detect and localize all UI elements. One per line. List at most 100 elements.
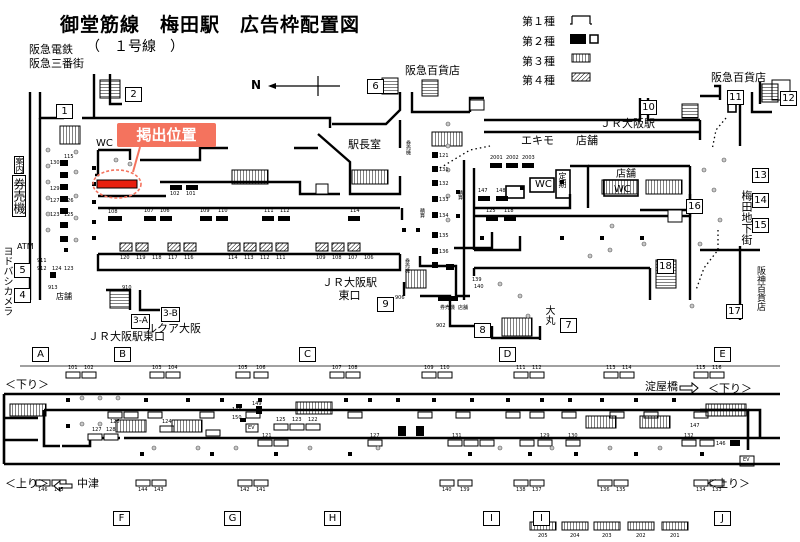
ad-num: 109: [200, 208, 210, 214]
exit-18: 18: [657, 259, 674, 274]
ad-num: 912: [37, 266, 47, 272]
down-direction-label: ＜下り＞: [5, 378, 49, 391]
nakatsu-label: 中津: [77, 477, 99, 490]
column-i-2: I: [533, 511, 550, 526]
ad-num: 130: [568, 433, 578, 439]
ad-num: 108: [332, 255, 342, 261]
ad-num: 143: [154, 487, 164, 493]
ad-num: 113: [244, 255, 254, 261]
exit-3b: 3-B: [161, 307, 180, 322]
ad-num: 119: [136, 255, 146, 261]
ad-num: 150: [232, 415, 242, 421]
label-hankyu-dept-1: 阪急百貨店: [405, 64, 460, 77]
ad-num: 126: [110, 419, 120, 425]
ad-num: 125: [486, 208, 496, 214]
label-kippu: 券売機: [12, 175, 26, 217]
ad-num: 125: [64, 212, 74, 218]
ad-num: 114: [228, 255, 238, 261]
ad-num: 135: [439, 233, 449, 239]
column-d: D: [499, 347, 516, 362]
ad-num: 107: [144, 208, 154, 214]
label-daimaru: 大丸: [543, 305, 554, 325]
exit-9: 9: [377, 297, 394, 312]
exit-2: 2: [125, 87, 142, 102]
ad-num: 109: [424, 365, 434, 371]
ad-num: 132: [684, 433, 694, 439]
ad-num: 105: [238, 365, 248, 371]
dotted-paths: [439, 117, 727, 291]
ad-num: 112: [260, 255, 270, 261]
label-jr-east-exit-2: ＪＲ大阪駅 東口: [322, 276, 377, 302]
ad-num: 112: [280, 208, 290, 214]
platform-tracks: [2, 392, 780, 466]
ad-num: 910: [122, 285, 132, 291]
ad-num: 110: [440, 365, 450, 371]
ad-num: 142: [240, 487, 250, 493]
ad-num: 117: [168, 255, 178, 261]
up-direction-label: ＜上り＞: [5, 477, 49, 490]
upper-stairs: [59, 77, 779, 337]
label-seisan: 精算: [419, 208, 425, 218]
ad-num: 116: [184, 255, 194, 261]
ad-num: 118: [152, 255, 162, 261]
north-arrow: [268, 76, 340, 96]
exit-11: 11: [727, 90, 744, 105]
ad-num: 101: [68, 365, 78, 371]
ad-num: 124: [52, 266, 62, 272]
panel-label: 205: [538, 533, 548, 539]
elevator-label: EV: [743, 457, 750, 463]
ad-num: 129: [50, 186, 60, 192]
ad-num: 101: [186, 191, 196, 197]
ad-num: 906: [395, 295, 405, 301]
bottom-panels: [529, 521, 689, 531]
ad-num: 148: [496, 188, 506, 194]
ad-num: 111: [516, 365, 526, 371]
ad-num: 139: [460, 487, 470, 493]
ad-num: 135: [616, 487, 626, 493]
ad-num: 108: [108, 209, 118, 215]
exit-17: 17: [726, 304, 743, 319]
ad-num: 911: [37, 258, 47, 264]
legend-item-type2: 第２種: [522, 35, 555, 48]
label-tenpo-3: 店舗: [458, 305, 469, 311]
ad-num: 137: [532, 487, 542, 493]
type2-ad-panels-upper: [50, 152, 534, 301]
label-wc-2: WC: [535, 179, 552, 190]
column-b: B: [114, 347, 131, 362]
legend-item-type3: 第３種: [522, 55, 555, 68]
ad-num: 134: [696, 487, 706, 493]
exit-16: 16: [686, 199, 703, 214]
ad-num: 111: [264, 208, 274, 214]
ad-num: 128: [106, 427, 116, 433]
ad-num: 122: [308, 417, 318, 423]
panel-label: 201: [670, 533, 680, 539]
highlighted-ad-position: [92, 146, 142, 199]
type3-ad-panels: [119, 242, 361, 252]
label-umeda-chika: 梅田地下街: [740, 190, 753, 245]
ad-num: 130: [50, 160, 60, 166]
exit-12: 12: [780, 91, 797, 106]
label-kenbaiki-2: 券売機: [404, 258, 410, 273]
ad-num: 106: [364, 255, 374, 261]
exit-13: 13: [752, 168, 769, 183]
yodoyabashi-label: 淀屋橋: [645, 380, 678, 393]
panel-label: 202: [636, 533, 646, 539]
exit-1: 1: [56, 104, 73, 119]
label-annaijo: 案内: [14, 156, 24, 174]
label-kenbaiki-3: 券売機: [440, 305, 456, 311]
column-e: E: [714, 347, 731, 362]
label-hankyu-dept-2: 阪急百貨店: [711, 71, 766, 84]
ad-num: 145: [54, 487, 64, 493]
elevator-boxes: [245, 99, 755, 467]
ad-num: 123: [64, 266, 74, 272]
ad-num: 127: [370, 433, 380, 439]
pillars-upper: [45, 121, 727, 319]
down-direction-label-2: ＜下り＞: [708, 382, 752, 395]
ad-num: 132: [439, 181, 449, 187]
ad-num: 129: [540, 433, 550, 439]
panel-label: 203: [602, 533, 612, 539]
ad-num: 149: [252, 401, 262, 407]
ad-num: 102: [84, 365, 94, 371]
platform-top-ads: [35, 371, 725, 487]
